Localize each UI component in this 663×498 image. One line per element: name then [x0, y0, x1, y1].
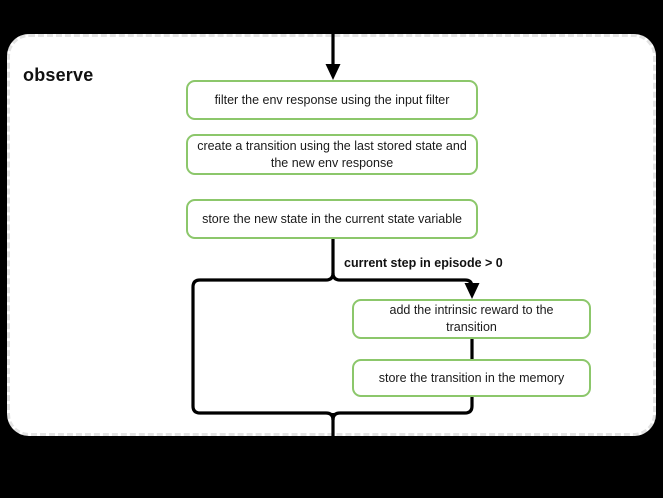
node-store-transition-memory[interactable]: store the transition in the memory: [352, 359, 591, 397]
branch-condition-label: current step in episode > 0: [344, 256, 503, 270]
node-store-new-state[interactable]: store the new state in the current state…: [186, 199, 478, 239]
scope-title: observe: [23, 65, 94, 85]
node-create-transition[interactable]: create a transition using the last store…: [186, 134, 478, 175]
node-add-intrinsic-reward[interactable]: add the intrinsic reward to the transiti…: [352, 299, 591, 339]
node-filter-env-response[interactable]: filter the env response using the input …: [186, 80, 478, 120]
